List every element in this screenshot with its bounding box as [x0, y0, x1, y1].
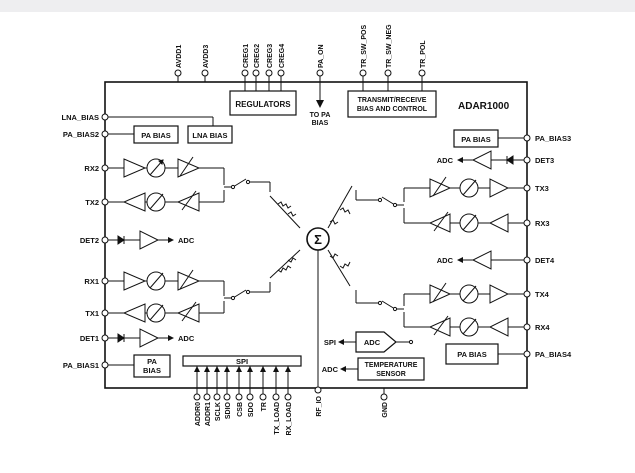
to-pa-bias-label-2: BIAS	[312, 120, 329, 127]
chip-name: ADAR1000	[458, 101, 510, 112]
pin-avdd3: AVDD3	[203, 45, 210, 68]
tx4-pa	[489, 284, 510, 304]
rx4-lna	[488, 317, 509, 337]
pin-tr-sw-neg: TR_SW_NEG	[386, 24, 393, 68]
pin-sclk: SCLK	[215, 402, 222, 421]
temperature-sensor-label-1: TEMPERATURE	[365, 362, 418, 369]
transmit-receive-block	[347, 90, 437, 118]
pin-lna-bias: LNA_BIAS	[61, 113, 99, 122]
det4-adc-label: ADC	[437, 256, 454, 265]
pa-bias-block-2-label: PA BIAS	[141, 131, 171, 140]
pin-det2: DET2	[80, 236, 99, 245]
pin-creg1-dot	[241, 69, 249, 77]
det2-adc-label: ADC	[178, 236, 195, 245]
pin-creg3-dot	[265, 69, 273, 77]
pin-addr1: ADDR1	[205, 402, 212, 426]
rx3-lna	[488, 213, 509, 233]
pin-creg3: CREG3	[267, 44, 274, 68]
pin-gnd: GND	[382, 402, 389, 418]
tx3-vga	[429, 178, 452, 198]
spi-block	[182, 355, 302, 367]
lna-bias-block-label: LNA BIAS	[192, 131, 227, 140]
pin-rx2: RX2	[84, 164, 99, 173]
pin-tr-sw-neg-dot	[384, 69, 392, 77]
pin-pa-on: PA_ON	[318, 44, 325, 68]
pa-bias-block-1-label-1: PA	[147, 357, 157, 366]
pin-tx1: TX1	[85, 309, 99, 318]
pa-bias-block-2	[133, 125, 179, 144]
to-pa-bias-label-1: TO PA	[310, 112, 331, 119]
pin-tr: TR	[261, 402, 268, 411]
pa-bias-block-4-label: PA BIAS	[457, 350, 487, 359]
det1-adc-label: ADC	[178, 334, 195, 343]
spi-out-label: SPI	[324, 338, 336, 347]
adc-block-label: ADC	[364, 338, 381, 347]
rx1-lna	[123, 271, 147, 291]
tx4-vga	[429, 284, 452, 304]
pin-csb: CSB	[237, 402, 244, 417]
pin-tr-sw-pos-dot	[359, 69, 367, 77]
pin-tx4: TX4	[535, 290, 550, 299]
pin-tr-sw-pos: TR_SW_POS	[361, 24, 368, 68]
pin-creg4-dot	[277, 69, 285, 77]
pin-addr0: ADDR0	[195, 402, 202, 426]
spi-block-label: SPI	[236, 357, 248, 366]
tx2-pa	[122, 192, 146, 212]
temperature-sensor-block	[357, 357, 425, 381]
regulators-block	[229, 90, 297, 116]
rx2-lna	[123, 158, 147, 178]
pin-pa-bias3: PA_BIAS3	[535, 134, 571, 143]
det3-adc-label: ADC	[437, 156, 454, 165]
pin-pa-on-dot	[316, 69, 324, 77]
pin-creg4: CREG4	[279, 44, 286, 68]
pin-rx-load: RX_LOAD	[286, 402, 293, 435]
transmit-receive-label-1: TRANSMIT/RECEIVE	[358, 97, 427, 104]
pin-avdd3-dot	[201, 69, 209, 77]
transmit-receive-label-2: BIAS AND CONTROL	[357, 106, 428, 113]
pin-rf-io: RF_IO	[316, 395, 323, 416]
pin-avdd1-dot	[174, 69, 182, 77]
lna-bias-block	[187, 125, 233, 144]
pin-sdio: SDIO	[225, 401, 232, 419]
det4-amp	[471, 250, 492, 270]
summer-symbol: Σ	[314, 232, 322, 247]
pa-bias-block-1-label-2: BIAS	[143, 366, 161, 375]
pin-pa-bias1: PA_BIAS1	[63, 361, 99, 370]
pin-tx2: TX2	[85, 198, 99, 207]
pa-bias-block-3-label: PA BIAS	[461, 135, 491, 144]
tx3-pa	[489, 178, 510, 198]
pin-rx1: RX1	[84, 277, 99, 286]
pin-creg2: CREG2	[254, 44, 261, 68]
pin-creg1: CREG1	[243, 44, 250, 68]
pin-sdo: SDO	[248, 401, 255, 417]
adc-block	[355, 331, 397, 353]
det1-amp	[139, 328, 160, 348]
pin-det4: DET4	[535, 256, 555, 265]
pin-rx3: RX3	[535, 219, 550, 228]
pin-tr-pol-dot	[418, 69, 426, 77]
pin-tr-pol: TR_POL	[420, 40, 427, 68]
pin-det1: DET1	[80, 334, 99, 343]
pa-bias-block-1	[133, 354, 171, 378]
temperature-sensor-label-2: SENSOR	[376, 371, 406, 378]
regulators-label: REGULATORS	[235, 100, 291, 109]
pin-pa-bias2: PA_BIAS2	[63, 130, 99, 139]
temp-adc-label: ADC	[322, 365, 339, 374]
pin-creg2-dot	[252, 69, 260, 77]
pin-avdd1: AVDD1	[176, 45, 183, 68]
pin-pa-bias4: PA_BIAS4	[535, 350, 572, 359]
pin-det3: DET3	[535, 156, 554, 165]
det2-amp	[139, 230, 160, 250]
pin-tx3: TX3	[535, 184, 549, 193]
det3-amp	[471, 150, 492, 170]
pin-rx4: RX4	[535, 323, 550, 332]
pin-tx-load: TX_LOAD	[274, 402, 281, 435]
viewer-top-strip	[0, 0, 635, 12]
tx1-pa	[122, 303, 146, 323]
